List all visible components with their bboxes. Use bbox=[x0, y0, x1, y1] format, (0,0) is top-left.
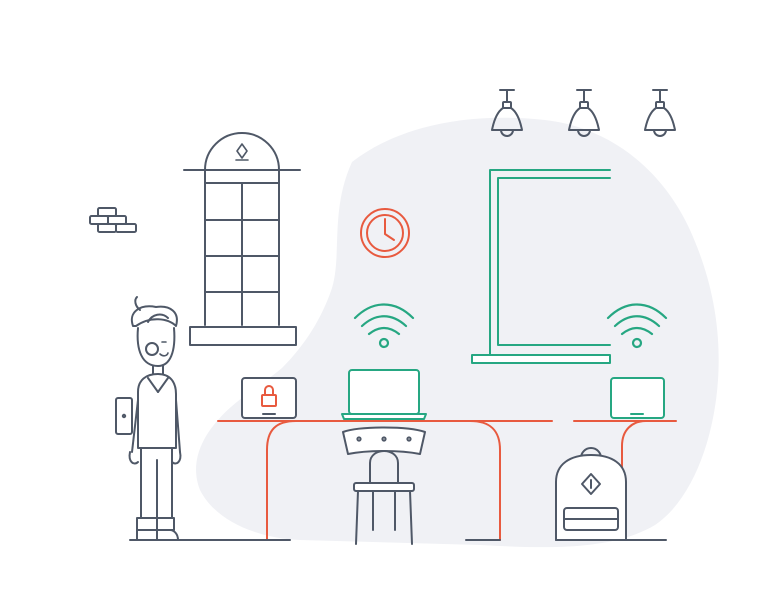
chalkboard-icon bbox=[471, 169, 611, 364]
laptop-icon bbox=[610, 377, 665, 419]
pendant-lamp-icon bbox=[568, 89, 600, 137]
wall-clock-icon bbox=[360, 208, 410, 258]
pendant-lamp-icon bbox=[491, 89, 523, 137]
bricks-icon bbox=[89, 207, 137, 233]
desk bbox=[217, 420, 677, 541]
arched-window-icon bbox=[183, 132, 301, 346]
laptop-icon bbox=[341, 369, 427, 420]
pendant-lamp-icon bbox=[644, 89, 676, 137]
wifi-icon bbox=[353, 303, 415, 349]
lock-icon bbox=[261, 385, 277, 407]
person-figure bbox=[115, 296, 182, 541]
wifi-icon bbox=[606, 303, 668, 349]
laptop-icon bbox=[241, 377, 297, 419]
background-blob bbox=[196, 117, 719, 548]
backpack-icon bbox=[555, 447, 627, 541]
chair-icon bbox=[342, 426, 426, 545]
